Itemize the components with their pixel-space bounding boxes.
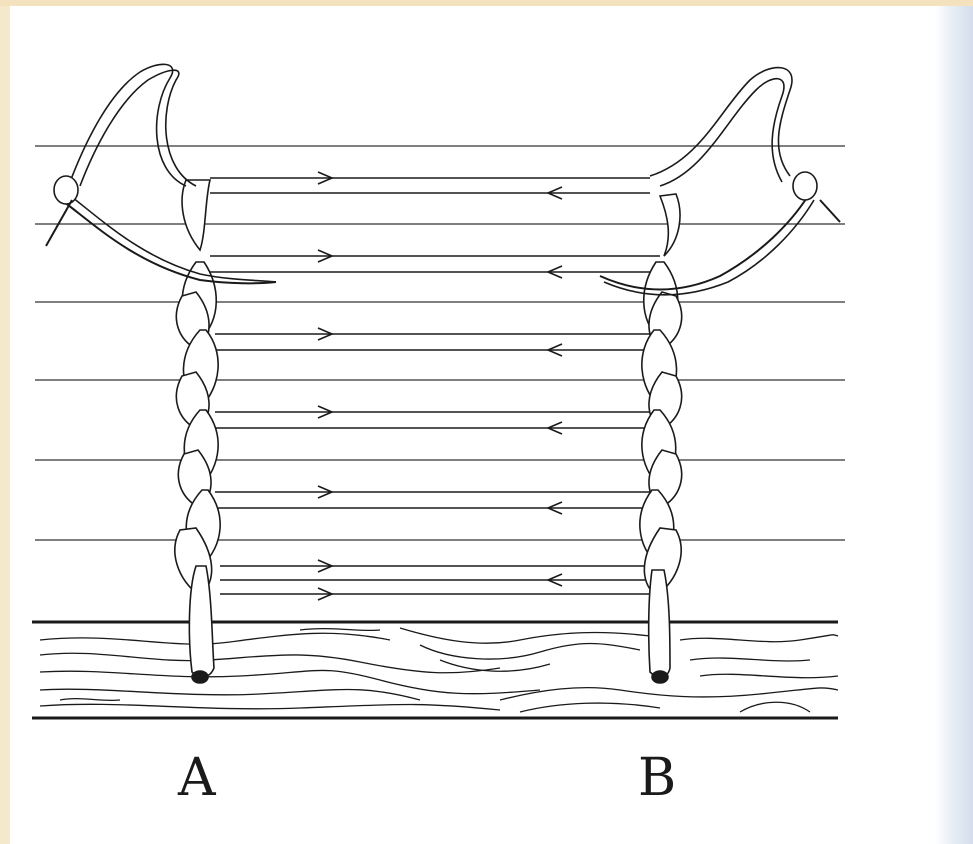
right-needle-thread [600, 68, 840, 295]
direction-arrows [318, 172, 562, 600]
label-a: A [178, 752, 216, 804]
thread-loop [650, 68, 792, 176]
needle-tip [820, 200, 840, 222]
left-needle-thread [46, 64, 276, 283]
signature-lines [35, 146, 845, 540]
thread-rows [210, 178, 660, 594]
wooden-board [32, 622, 838, 718]
label-b: B [638, 752, 676, 804]
right-kettle-chain [640, 194, 682, 683]
thread-loop [660, 79, 784, 186]
chain-tail [189, 566, 214, 677]
needle-eye [54, 176, 78, 204]
wood-grain [40, 628, 838, 712]
stitch-anchor [192, 671, 208, 683]
chain-link [660, 194, 680, 256]
needle [60, 188, 276, 282]
needle-eye [793, 172, 817, 200]
needle [56, 196, 276, 283]
stitch-anchor [652, 671, 668, 683]
needle [600, 196, 808, 290]
thread-loop [80, 70, 196, 186]
needle-tip [46, 200, 72, 246]
chain-link [182, 180, 210, 250]
chain-tail [649, 570, 670, 677]
